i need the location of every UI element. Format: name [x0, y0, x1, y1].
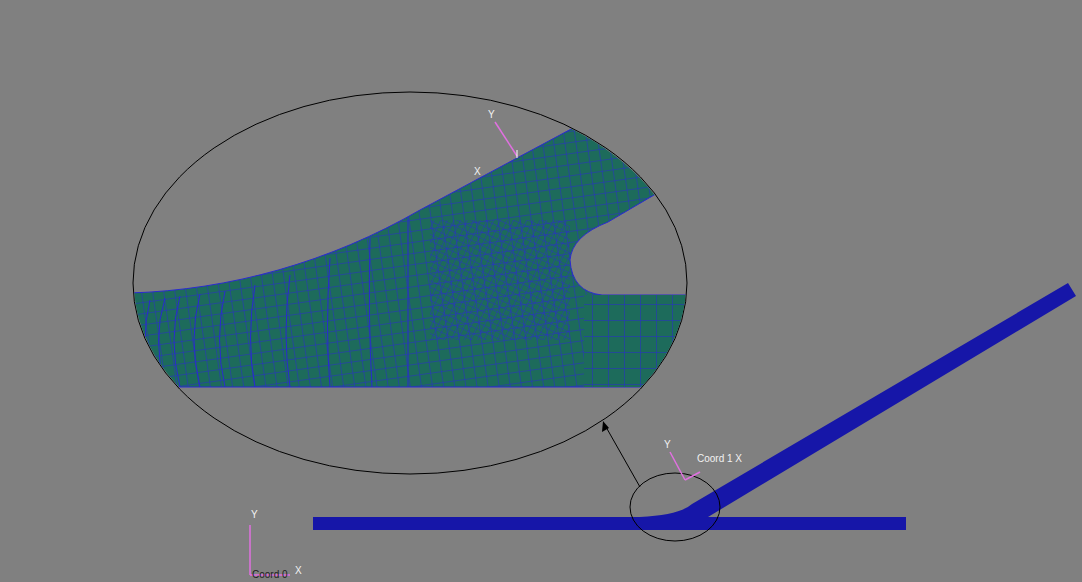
axis-label: Y	[251, 510, 258, 520]
zoom-part	[130, 60, 700, 390]
coordinate-label: Coord 0	[252, 570, 288, 580]
axis-label: X	[474, 167, 481, 177]
axis-label: Y	[664, 440, 671, 450]
axis-label: X	[295, 566, 302, 576]
coordinate-label: Coord 1 X	[697, 454, 742, 464]
axis-label: Y	[488, 110, 495, 120]
